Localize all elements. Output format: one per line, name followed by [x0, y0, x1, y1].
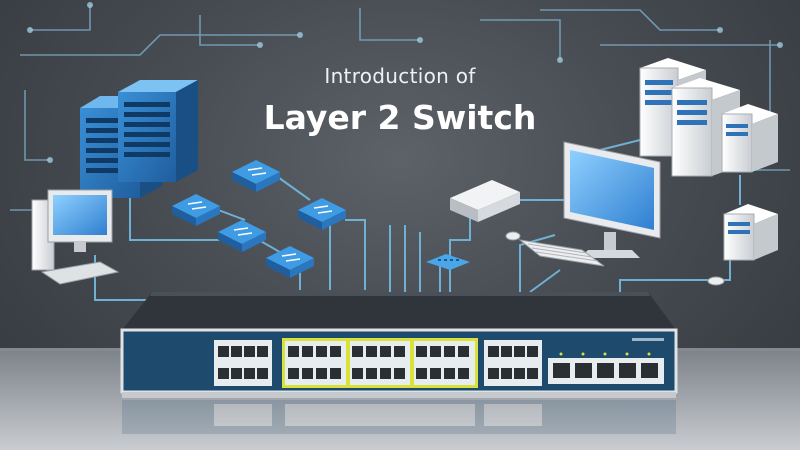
- network-switch-icon: [266, 246, 314, 278]
- title-intro: Introduction of: [324, 64, 476, 88]
- ethernet-port: [416, 368, 427, 379]
- switch-reflection: [122, 400, 676, 434]
- ethernet-port: [430, 346, 441, 357]
- ethernet-port: [430, 368, 441, 379]
- ethernet-port: [366, 346, 377, 357]
- network-switch-icon: [298, 198, 346, 230]
- ethernet-port: [394, 346, 405, 357]
- ethernet-port: [394, 368, 405, 379]
- circuit-nodes: [27, 2, 783, 163]
- desktop-computer-icon: [31, 189, 120, 285]
- ethernet-port: [302, 346, 313, 357]
- network-switch-icon: [172, 194, 220, 226]
- ethernet-port: [380, 368, 391, 379]
- ethernet-port: [288, 346, 299, 357]
- ethernet-port: [416, 346, 427, 357]
- ethernet-port: [316, 368, 327, 379]
- network-switch-icon: [232, 160, 280, 192]
- ethernet-port: [444, 368, 455, 379]
- ethernet-port: [330, 346, 341, 357]
- ethernet-port: [330, 368, 341, 379]
- title-main: Layer 2 Switch: [263, 98, 537, 137]
- mouse-icon: [505, 231, 521, 241]
- ethernet-port: [366, 368, 377, 379]
- ethernet-port: [352, 346, 363, 357]
- main-switch-device: [120, 292, 678, 398]
- ethernet-port: [380, 346, 391, 357]
- ethernet-port: [288, 368, 299, 379]
- ethernet-port: [302, 368, 313, 379]
- network-switch-icon: [426, 254, 470, 270]
- network-switch-icon: [218, 220, 266, 252]
- ethernet-port: [316, 346, 327, 357]
- keyboard-icon: [518, 239, 605, 267]
- monitor-icon: [563, 141, 661, 258]
- ethernet-port: [458, 346, 469, 357]
- tower-server-icon: [721, 104, 778, 173]
- router-icon: [450, 180, 520, 222]
- switch-label-strip: [632, 338, 664, 341]
- ethernet-port: [458, 368, 469, 379]
- mouse-icon: [707, 276, 725, 286]
- server-rack-icon: [118, 80, 198, 182]
- ethernet-port: [352, 368, 363, 379]
- tower-server-icon: [723, 204, 778, 261]
- ethernet-port: [444, 346, 455, 357]
